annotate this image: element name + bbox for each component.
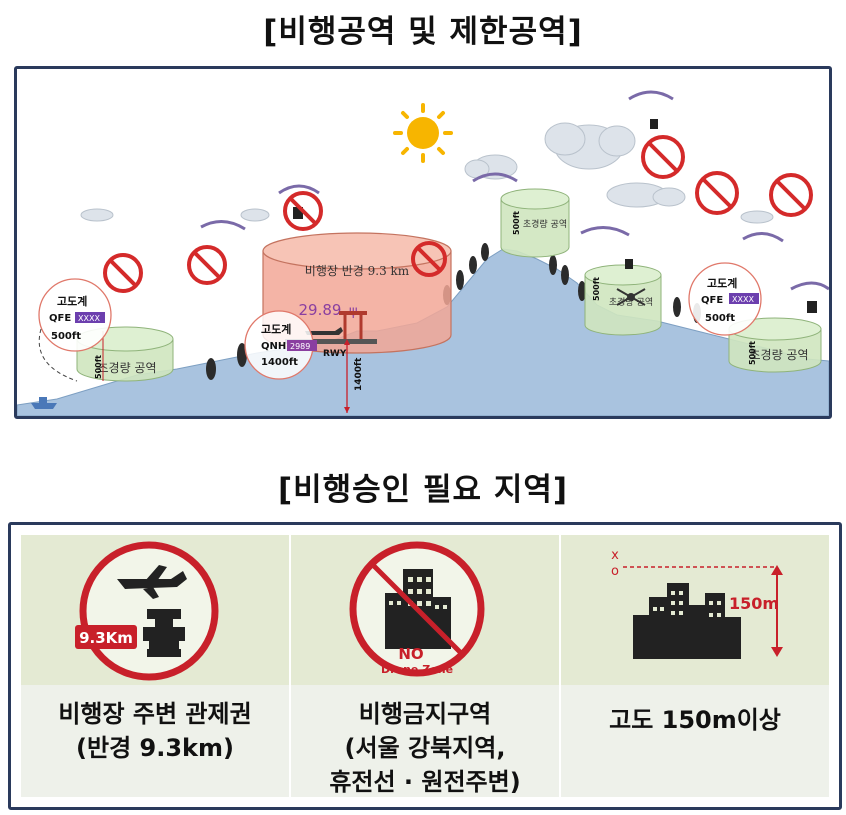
cloud-icon [464, 154, 518, 180]
callout-center-height: 1400ft [261, 357, 298, 368]
approval-item-no-drone-zone: NO Drone Zone 비행금지구역 (서울 강북지역, 휴전선 · 원전주… [291, 535, 559, 797]
marker-x: x [611, 548, 619, 563]
height-500-peak: 500ft [512, 211, 521, 235]
callout-center-title: 고도계 [261, 322, 291, 336]
cloud-icon [544, 122, 636, 170]
height-500-left: 500ft [94, 355, 103, 379]
drone-zone-label: Drone Zone [381, 663, 453, 676]
airport-radius-badge: 9.3Km [79, 629, 133, 647]
marker-o: o [611, 564, 619, 579]
cloud-icon [80, 208, 774, 224]
runway [285, 311, 377, 344]
height-500-right: 500ft [748, 341, 757, 365]
airport-radius-label: 비행장 반경 9.3 km [305, 263, 410, 278]
buildings-icon [633, 583, 741, 659]
approval-item-airport: 9.3Km 비행장 주변 관제권 (반경 9.3km) [21, 535, 289, 797]
callout-right-height: 500ft [705, 313, 735, 324]
altitude-item-label: 고도 150m이상 [609, 706, 781, 734]
altimeter-callout-right [688, 262, 762, 336]
runway-label: RWY [323, 349, 347, 359]
callout-right-code: XXXX [732, 295, 754, 304]
airport-zone-icon: 9.3Km [75, 541, 219, 681]
light-zone-label-slope: 초경량 공역 [609, 296, 653, 308]
light-zone-label-right: 초경량 공역 [749, 348, 808, 362]
callout-left-qfe: QFE [49, 313, 71, 324]
cloud-icon [606, 182, 686, 208]
approval-title: [비행승인 필요 지역] [277, 472, 569, 508]
no-drone-zone-icon: NO Drone Zone [349, 541, 485, 677]
height-500-slope: 500ft [592, 277, 601, 301]
sun-icon [393, 103, 453, 163]
airspace-illustration: 비행장 반경 9.3 km 29.89 ψ RWY 1400ft 초경량 공역 … [17, 90, 829, 416]
callout-right-qfe: QFE [701, 295, 723, 306]
no-label: NO [398, 645, 423, 663]
light-zone-slope [584, 264, 662, 336]
callout-center-qnh: QNH [261, 341, 286, 352]
altimeter-value: 29.89 [299, 301, 342, 319]
no-fly-sign-icon [103, 135, 813, 293]
light-zone-label-left: 초경량 공역 [97, 361, 156, 375]
callout-left-height: 500ft [51, 331, 81, 342]
drone-icon [616, 288, 646, 306]
callout-left-title: 고도계 [57, 294, 87, 308]
approval-item-altitude: x o 150m [561, 535, 829, 797]
callout-right-title: 고도계 [707, 276, 737, 290]
approval-panel: 9.3Km 비행장 주변 관제권 (반경 9.3km) NO Drone Zo [8, 522, 842, 810]
no-drone-zone-item-label: 비행금지구역 (서울 강북지역, 휴전선 · 원전주변) [329, 700, 521, 796]
airport-item-label: 비행장 주변 관제권 (반경 9.3km) [58, 700, 252, 762]
height-1400-label: 1400ft [354, 357, 364, 391]
airspace-diagram: 비행장 반경 9.3 km 29.89 ψ RWY 1400ft 초경량 공역 … [14, 66, 832, 419]
callout-left-code: XXXX [78, 314, 100, 323]
light-zone-label-peak: 초경량 공역 [523, 218, 567, 230]
light-zone-peak [500, 188, 570, 258]
altitude-icon: x o 150m [611, 548, 783, 659]
callout-center-code: 2989 [290, 342, 310, 351]
airspace-title: [비행공역 및 제한공역] [263, 14, 583, 50]
airport-control-zone [262, 232, 452, 354]
boat-icon [31, 397, 57, 409]
altitude-150m-label: 150m [729, 594, 779, 613]
airplane-icon [305, 327, 343, 335]
paraglider-icon [200, 90, 829, 291]
